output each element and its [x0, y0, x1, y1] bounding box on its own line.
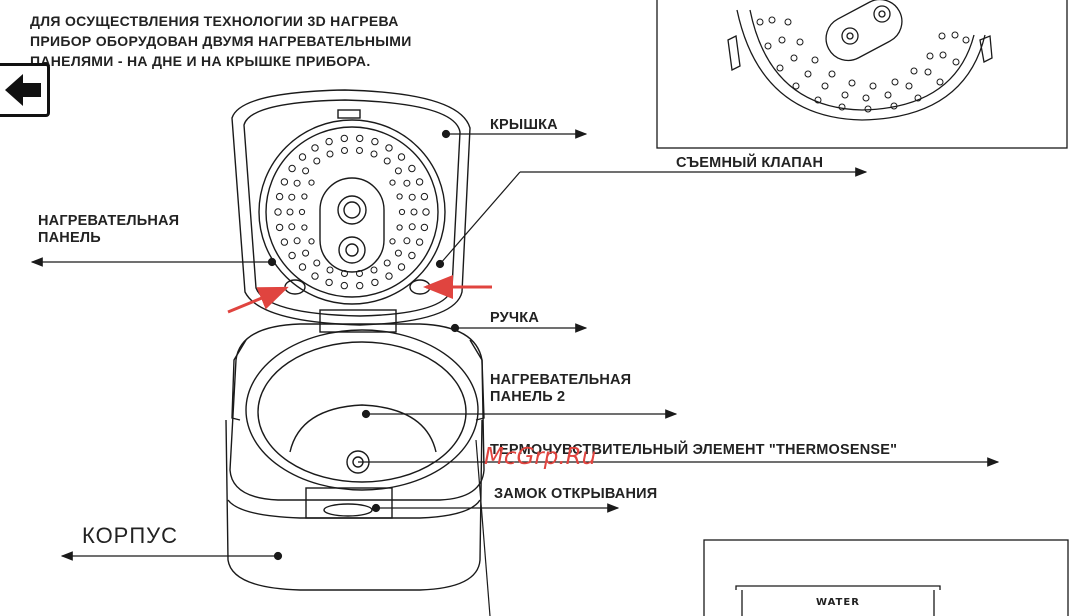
perforation-hole	[313, 157, 321, 165]
perforation-hole	[275, 223, 284, 232]
arrow-left-icon	[5, 74, 41, 106]
perforation-hole	[286, 208, 294, 216]
perforation-hole	[325, 137, 333, 146]
perforation-hole	[280, 238, 289, 246]
perforation-hole	[325, 278, 333, 287]
perforation-hole	[403, 179, 411, 187]
perforation-hole	[293, 237, 301, 245]
cooker-body	[225, 323, 485, 591]
perforation-hole	[288, 251, 296, 260]
label-lid: КРЫШКА	[490, 117, 558, 133]
label-heating-panel-2: НАГРЕВАТЕЛЬНАЯ ПАНЕЛЬ 2	[490, 372, 631, 406]
label-thermosense: ТЕРМОЧУВСТВИТЕЛЬНЫЙ ЭЛЕМЕНТ "THERMOSENSE…	[490, 442, 898, 458]
lid-perforation	[274, 134, 430, 290]
perforation-hole	[308, 238, 315, 245]
perforation-hole	[311, 144, 319, 152]
perforation-hole	[326, 266, 334, 274]
perforation-hole	[288, 164, 296, 173]
perforation-hole	[396, 193, 403, 200]
perforation-hole	[356, 134, 364, 143]
perforation-hole	[340, 281, 348, 290]
perforation-hole	[311, 272, 319, 280]
label-heating-panel-2-line1: НАГРЕВАТЕЛЬНАЯ	[490, 372, 632, 388]
label-body: КОРПУС	[82, 523, 179, 548]
perforation-hole	[389, 179, 396, 186]
perforation-hole	[410, 208, 418, 216]
perforation-hole	[356, 281, 364, 290]
perforation-hole	[415, 178, 424, 186]
label-lock: ЗАМОК ОТКРЫВАНИЯ	[494, 486, 658, 502]
intro-line-1: ДЛЯ ОСУЩЕСТВЛЕНИЯ ТЕХНОЛОГИИ 3D НАГРЕВА	[30, 13, 399, 29]
perforation-hole	[408, 223, 416, 231]
lid-detail-inset	[656, 0, 1068, 149]
perforation-hole	[356, 147, 363, 154]
perforation-hole	[293, 179, 301, 187]
inset-perforation	[756, 16, 970, 113]
label-heating-panel: НАГРЕВАТЕЛЬНАЯ ПАНЕЛЬ	[38, 213, 179, 247]
perforation-hole	[326, 150, 334, 158]
perforation-hole	[288, 223, 296, 231]
perforation-hole	[422, 208, 430, 216]
water-detail-inset	[703, 539, 1069, 616]
perforation-hole	[408, 251, 416, 260]
perforation-hole	[341, 147, 348, 154]
watermark: McGrp.Ru	[484, 444, 597, 470]
perforation-hole	[389, 238, 396, 245]
leader-lines	[30, 129, 1000, 616]
perforation-hole	[403, 237, 411, 245]
intro-text: ДЛЯ ОСУЩЕСТВЛЕНИЯ ТЕХНОЛОГИИ 3D НАГРЕВА …	[30, 11, 412, 71]
perforation-hole	[370, 266, 378, 274]
perforation-hole	[298, 263, 307, 271]
perforation-hole	[420, 223, 429, 232]
perforation-hole	[420, 192, 429, 201]
perforation-hole	[298, 153, 307, 161]
perforation-hole	[394, 167, 402, 175]
perforation-hole	[383, 157, 391, 165]
label-water: WATER	[816, 597, 860, 608]
perforation-hole	[385, 272, 393, 280]
label-handle: РУЧКА	[490, 310, 540, 326]
intro-line-2: ПРИБОР ОБОРУДОВАН ДВУМЯ НАГРЕВАТЕЛЬНЫМИ	[30, 33, 412, 49]
perforation-hole	[298, 208, 306, 216]
perforation-hole	[385, 144, 393, 152]
back-button[interactable]	[0, 63, 50, 117]
perforation-hole	[370, 150, 378, 158]
perforation-hole	[288, 193, 296, 201]
lid	[231, 89, 471, 333]
perforation-hole	[394, 249, 402, 257]
perforation-hole	[398, 208, 406, 216]
perforation-hole	[308, 179, 315, 186]
label-heating-panel-line1: НАГРЕВАТЕЛЬНАЯ	[38, 213, 180, 229]
perforation-hole	[415, 238, 424, 246]
perforation-hole	[371, 278, 379, 287]
perforation-hole	[383, 259, 391, 267]
perforation-hole	[280, 178, 289, 186]
perforation-hole	[371, 137, 379, 146]
highlight-arrow-left	[227, 286, 289, 314]
perforation-hole	[396, 224, 403, 231]
intro-line-3: ПАНЕЛЯМИ - НА ДНЕ И НА КРЫШКЕ ПРИБОРА.	[30, 53, 371, 69]
perforation-hole	[313, 259, 321, 267]
perforation-hole	[274, 208, 282, 216]
perforation-hole	[408, 193, 416, 201]
perforation-hole	[340, 134, 348, 143]
label-valve: СЪЕМНЫЙ КЛАПАН	[676, 155, 824, 171]
perforation-hole	[301, 193, 308, 200]
perforation-hole	[397, 153, 406, 161]
highlight-arrows	[227, 275, 492, 314]
label-heating-panel-2-line2: ПАНЕЛЬ 2	[490, 389, 566, 405]
perforation-hole	[408, 164, 416, 173]
perforation-hole	[302, 249, 310, 257]
perforation-hole	[341, 270, 348, 277]
perforation-hole	[301, 224, 308, 231]
perforation-hole	[397, 263, 406, 271]
perforation-hole	[275, 192, 284, 201]
label-heating-panel-line2: ПАНЕЛЬ	[38, 230, 101, 246]
perforation-hole	[302, 167, 310, 175]
perforation-hole	[356, 270, 363, 277]
